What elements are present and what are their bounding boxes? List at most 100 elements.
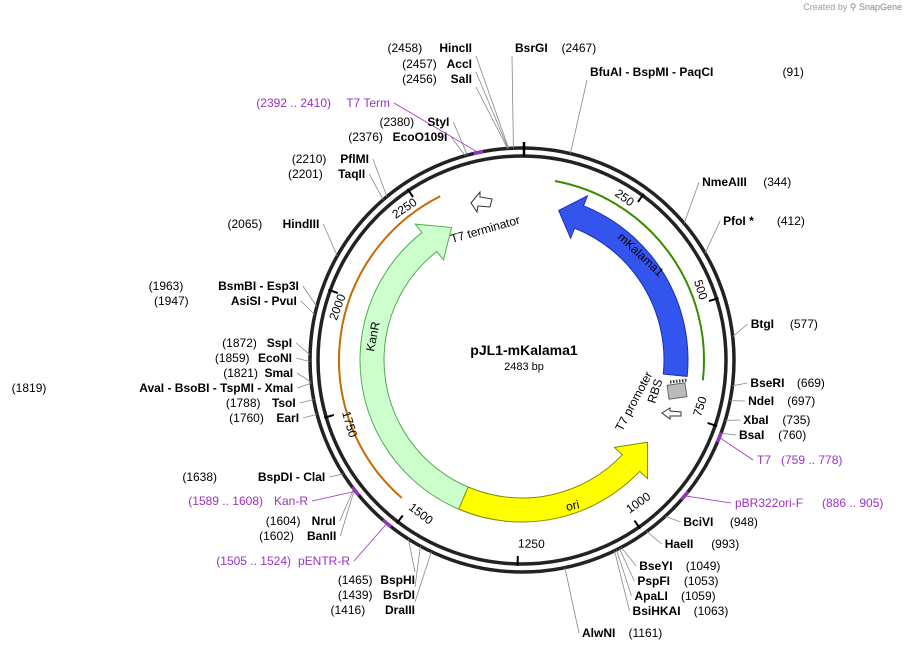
site-leader-line xyxy=(452,121,468,156)
restriction-site[interactable]: PspFI(1053) xyxy=(618,548,719,588)
tick-label: 2250 xyxy=(389,195,419,222)
restriction-site[interactable]: BanII(1602) xyxy=(259,489,355,543)
restriction-site[interactable]: HincII(2458) xyxy=(388,41,509,149)
tick-mark xyxy=(707,422,718,428)
site-leader-line xyxy=(300,300,316,316)
restriction-site[interactable]: SspI(1872) xyxy=(222,336,311,356)
site-leader-line xyxy=(475,86,508,149)
site-name: SspI xyxy=(267,336,292,350)
site-position: (1963) xyxy=(149,279,184,293)
site-name: AccI xyxy=(447,57,472,71)
restriction-site[interactable]: NdeI(697) xyxy=(730,394,815,408)
restriction-site[interactable]: BciVI(948) xyxy=(665,515,758,529)
primer-bar xyxy=(473,150,484,156)
restriction-site[interactable]: EcoNI(1859) xyxy=(215,351,311,365)
restriction-site[interactable]: SmaI(1821) xyxy=(223,366,312,383)
site-leader-line xyxy=(299,399,314,404)
primer-bar xyxy=(680,490,690,501)
site-name: BsmBI - Esp3I xyxy=(218,279,299,293)
site-name: EcoNI xyxy=(258,351,292,365)
restriction-sites: HincII(2458)AccI (2457)SalI(2456)BsrGI(24… xyxy=(12,41,825,640)
site-position: (1947) xyxy=(154,294,189,308)
snapgene-watermark: Created by ⚲ SnapGene xyxy=(803,2,902,13)
restriction-site[interactable]: PfoI *(412) xyxy=(704,214,805,254)
tick-label: 750 xyxy=(690,394,710,418)
site-position: (412) xyxy=(777,214,805,228)
feature-t7-promoter[interactable] xyxy=(661,407,682,420)
site-position: (1604) xyxy=(266,514,301,528)
feature-kanr[interactable] xyxy=(359,223,501,521)
site-position: (993) xyxy=(711,537,739,551)
site-name: BspDI - ClaI xyxy=(258,470,325,484)
restriction-site[interactable]: HindIII(2065) xyxy=(228,217,338,257)
site-leader-line xyxy=(302,285,318,307)
restriction-site[interactable]: BseYI(1049) xyxy=(620,547,721,573)
site-position: (1602) xyxy=(259,529,294,543)
tick-mark xyxy=(637,193,645,203)
site-name: SalI xyxy=(451,72,472,86)
restriction-site[interactable]: AsiSI - PvuI(1947) xyxy=(154,294,316,316)
restriction-site[interactable]: BsrDI(1439) xyxy=(338,546,421,602)
tick-mark xyxy=(406,188,414,198)
site-leader-line xyxy=(618,548,635,582)
tick-mark xyxy=(323,413,335,419)
restriction-site[interactable]: BspDI - ClaI(1638) xyxy=(182,470,344,484)
site-position: (1049) xyxy=(686,559,721,573)
site-position: (1760) xyxy=(229,411,264,425)
site-position: (91) xyxy=(783,65,804,79)
restriction-site[interactable]: StyI(2380) xyxy=(379,115,468,156)
restriction-site[interactable]: BsiHKAI(1063) xyxy=(614,550,729,618)
site-position: (2380) xyxy=(379,115,414,129)
site-name: SmaI xyxy=(264,366,293,380)
feature-t7-terminator[interactable] xyxy=(470,190,493,214)
primer-site[interactable]: T7 Term(2392 .. 2410) xyxy=(256,96,484,156)
site-name: BspHI xyxy=(380,573,415,587)
restriction-site[interactable]: XbaI(735) xyxy=(725,413,810,427)
site-position: (1063) xyxy=(694,604,729,618)
watermark-prefix: Created by xyxy=(803,2,848,12)
restriction-site[interactable]: BsrGI(2467) xyxy=(511,41,596,149)
site-position: (344) xyxy=(763,175,791,189)
primer-site[interactable]: T7(759 .. 778) xyxy=(716,432,842,467)
restriction-site[interactable]: NmeAIII(344) xyxy=(683,175,791,224)
restriction-site[interactable]: PflMI (2210) xyxy=(292,152,388,197)
site-name: PflMI xyxy=(340,152,369,166)
site-leader-line xyxy=(569,79,588,154)
feature-ori[interactable] xyxy=(458,441,649,523)
restriction-site[interactable]: NruI(1604) xyxy=(266,488,355,528)
restriction-site[interactable]: BseRI(669) xyxy=(732,376,825,390)
restriction-site[interactable]: EarI (1760) xyxy=(229,411,318,425)
restriction-site[interactable]: EcoO109I(2376) xyxy=(348,130,466,156)
site-name: HincII xyxy=(439,41,472,55)
restriction-site[interactable]: BsmBI - Esp3I (1963) xyxy=(149,279,318,307)
primer-leader-line xyxy=(393,102,479,153)
site-name: EarI xyxy=(276,411,299,425)
site-position: (2457) xyxy=(402,57,437,71)
restriction-site[interactable]: TsoI(1788) xyxy=(226,396,314,410)
site-leader-line xyxy=(646,531,662,545)
restriction-site[interactable]: AlwNI(1161) xyxy=(564,567,662,640)
primer-site[interactable]: pENTR-R(1505 .. 1524) xyxy=(216,518,392,568)
restriction-site[interactable]: AccI (2457) xyxy=(402,57,509,149)
primer-site[interactable]: Kan-R(1589 .. 1608) xyxy=(188,486,360,508)
restriction-site[interactable]: ApaLI(1059) xyxy=(616,549,716,603)
site-position: (2065) xyxy=(228,217,263,231)
restriction-site[interactable]: SalI(2456) xyxy=(402,72,508,149)
restriction-site[interactable]: TaqII(2201) xyxy=(288,167,384,200)
primer-bar xyxy=(382,518,392,528)
restriction-site[interactable]: BspHI(1465) xyxy=(338,538,416,587)
site-position: (2210) xyxy=(292,152,327,166)
restriction-site[interactable]: BfuAI - BspMI - PaqCI(91) xyxy=(569,65,804,154)
primer-leader-line xyxy=(684,495,732,504)
feature-mkalama1[interactable] xyxy=(558,194,689,378)
restriction-site[interactable]: AvaI - BsoBI - TspMI - XmaI(1819) xyxy=(12,381,312,395)
primer-site[interactable]: pBR322ori-F(886 .. 905) xyxy=(680,490,883,510)
restriction-site[interactable]: BsaI(760) xyxy=(720,428,806,442)
restriction-site[interactable]: DraIII(1416) xyxy=(331,551,432,617)
tick-label: 500 xyxy=(691,278,710,302)
restriction-site[interactable]: BtgI(577) xyxy=(732,317,818,337)
restriction-site[interactable]: HaeII(993) xyxy=(646,531,740,551)
feature-rbs[interactable] xyxy=(666,382,688,400)
site-position: (948) xyxy=(730,515,758,529)
site-leader-line xyxy=(302,413,318,419)
